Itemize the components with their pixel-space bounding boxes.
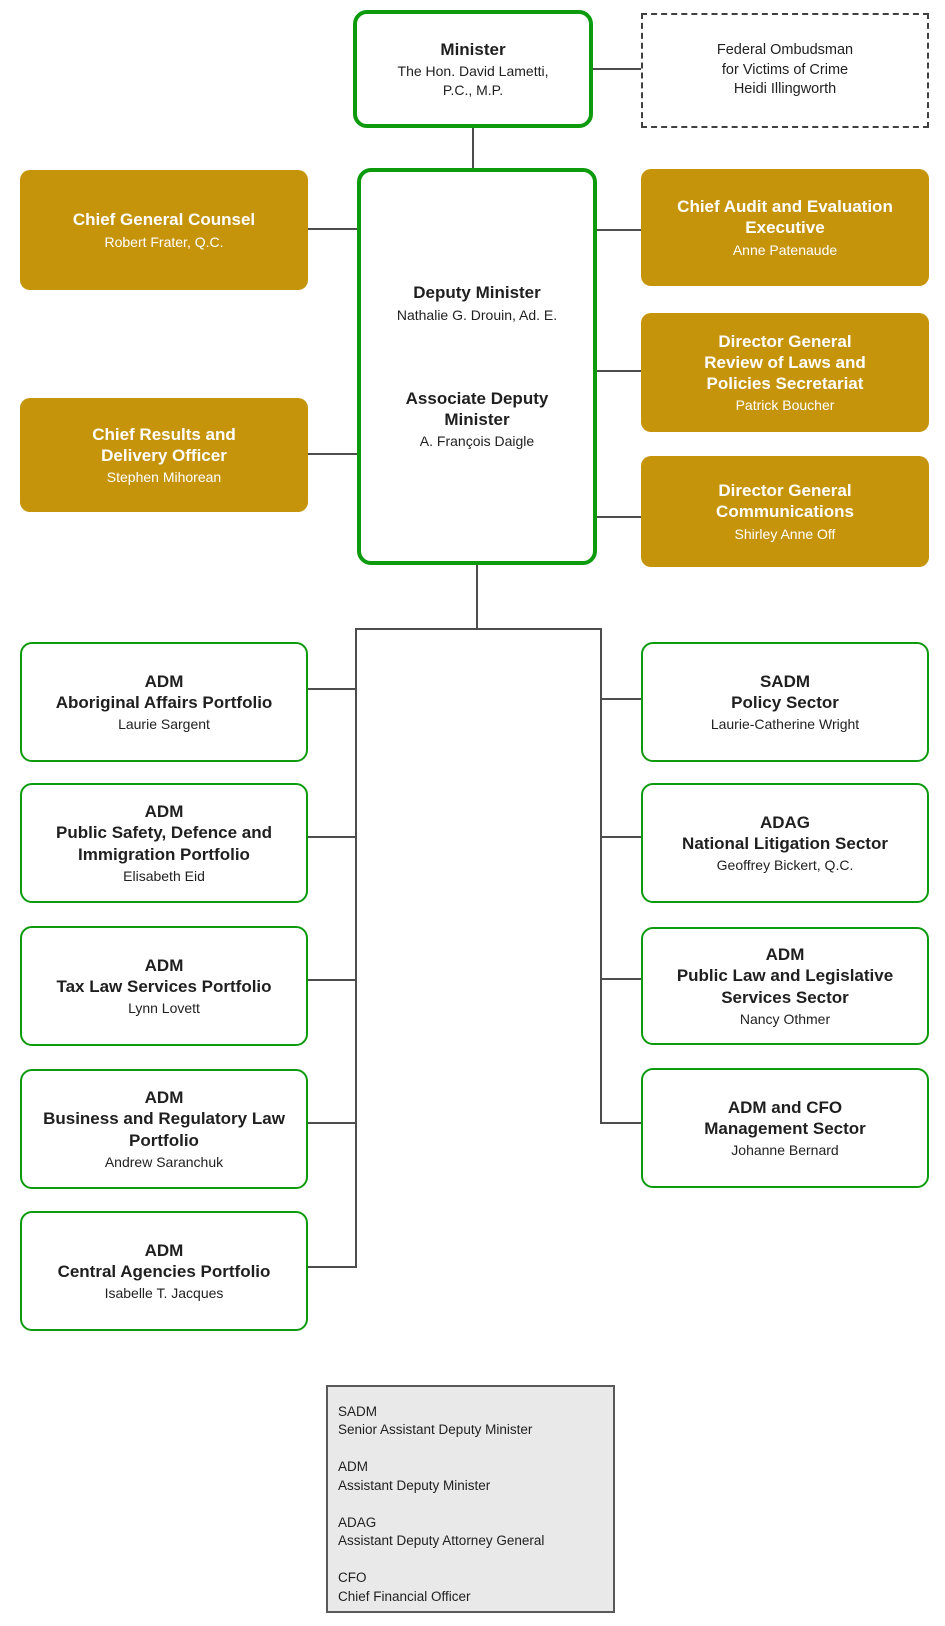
node-adag-national-litigation-sector: ADAG National Litigation Sector Geoffrey…: [641, 783, 929, 903]
legend-abbr: SADM: [338, 1404, 378, 1419]
legend-box: SADM Senior Assistant Deputy Minister AD…: [326, 1385, 615, 1613]
person-name: Isabelle T. Jacques: [104, 1285, 224, 1302]
legend-abbr: CFO: [338, 1570, 367, 1586]
connector-counsel-stub: [308, 228, 357, 230]
role-title: ADM Aboriginal Affairs Portfolio: [55, 671, 273, 712]
connector-left-trunk: [355, 628, 357, 1268]
person-name: Johanne Bernard: [731, 1142, 839, 1159]
connector-deputy-bus: [476, 565, 478, 628]
legend-meaning: Chief Financial Officer: [338, 1588, 471, 1604]
connector-bus-bar: [355, 628, 602, 630]
connector-tax-law-stub: [308, 979, 355, 981]
person-name: Laurie-Catherine Wright: [710, 716, 860, 733]
connector-business-law-stub: [308, 1122, 355, 1124]
node-federal-ombudsman: Federal Ombudsman for Victims of Crime H…: [641, 13, 929, 128]
node-deputy-and-associate-minister: Deputy Minister Nathalie G. Drouin, Ad. …: [357, 168, 597, 565]
legend-item-adm: ADM Assistant Deputy Minister: [338, 1458, 603, 1494]
node-adm-aboriginal-affairs: ADM Aboriginal Affairs Portfolio Laurie …: [20, 642, 308, 762]
person-name: Lynn Lovett: [128, 1000, 200, 1017]
role-title: Deputy Minister: [413, 283, 541, 303]
person-name: A. François Daigle: [419, 433, 535, 450]
role-title: ADM Central Agencies Portfolio: [57, 1240, 271, 1281]
connector-right-trunk: [600, 628, 602, 1124]
connector-central-agencies-stub: [308, 1266, 355, 1268]
role-title: SADM Policy Sector: [731, 671, 839, 712]
legend-item-cfo: CFO Chief Financial Officer: [338, 1569, 603, 1605]
node-dg-review-laws-policies: Director General Review of Laws and Poli…: [641, 313, 929, 432]
person-name: Elisabeth Eid: [123, 867, 205, 884]
deputy-minister-entry: Deputy Minister Nathalie G. Drouin, Ad. …: [397, 282, 557, 323]
role-title: Chief Results and Delivery Officer: [92, 424, 236, 465]
node-chief-general-counsel: Chief General Counsel Robert Frater, Q.C…: [20, 170, 308, 290]
node-chief-results-delivery-officer: Chief Results and Delivery Officer Steph…: [20, 398, 308, 512]
connector-communications-stub: [597, 516, 641, 518]
node-minister: Minister The Hon. David Lametti, P.C., M…: [353, 10, 593, 128]
connector-litigation-stub: [602, 836, 641, 838]
connector-review-stub: [597, 370, 641, 372]
node-adm-tax-law-services: ADM Tax Law Services Portfolio Lynn Love…: [20, 926, 308, 1046]
person-name: The Hon. David Lametti, P.C., M.P.: [397, 63, 549, 98]
node-chief-audit-evaluation-executive: Chief Audit and Evaluation Executive Ann…: [641, 169, 929, 286]
person-name: Andrew Saranchuk: [104, 1153, 224, 1170]
associate-deputy-minister-entry: Associate Deputy Minister A. François Da…: [406, 388, 549, 451]
connector-audit-stub: [597, 229, 641, 231]
legend-abbr: ADM: [338, 1459, 368, 1475]
role-title: Director General Review of Laws and Poli…: [704, 331, 866, 394]
node-dg-communications: Director General Communications Shirley …: [641, 456, 929, 567]
node-adm-central-agencies: ADM Central Agencies Portfolio Isabelle …: [20, 1211, 308, 1331]
person-name: Laurie Sargent: [118, 716, 210, 733]
connector-aboriginal-stub: [308, 688, 355, 690]
legend-meaning: Assistant Deputy Minister: [338, 1477, 491, 1493]
role-title: ADM Tax Law Services Portfolio: [56, 955, 272, 996]
legend-item-adag: ADAG Assistant Deputy Attorney General: [338, 1514, 603, 1550]
connector-management-stub: [602, 1122, 641, 1124]
person-name: Geoffrey Bickert, Q.C.: [716, 857, 854, 874]
connector-public-law-stub: [602, 978, 641, 980]
role-title: Chief Audit and Evaluation Executive: [677, 197, 893, 238]
person-name: Shirley Anne Off: [734, 525, 836, 542]
connector-minister-ombudsman: [593, 68, 641, 70]
legend-meaning: Senior Assistant Deputy Minister: [338, 1422, 533, 1438]
person-name: Stephen Mihorean: [106, 469, 222, 486]
node-adm-cfo-management-sector: ADM and CFO Management Sector Johanne Be…: [641, 1068, 929, 1188]
person-name: Anne Patenaude: [732, 241, 838, 258]
connector-results-stub: [308, 453, 357, 455]
legend-item-sadm: SADM Senior Assistant Deputy Minister: [338, 1403, 603, 1439]
legend-abbr: ADAG: [338, 1514, 377, 1530]
role-title: Director General Communications: [716, 481, 854, 522]
role-title: ADM Public Safety, Defence and Immigrati…: [55, 802, 273, 864]
legend-meaning: Assistant Deputy Attorney General: [338, 1533, 545, 1549]
node-sadm-policy-sector: SADM Policy Sector Laurie-Catherine Wrig…: [641, 642, 929, 762]
role-title: ADM and CFO Management Sector: [704, 1097, 866, 1138]
role-title: Minister: [440, 40, 506, 60]
role-title: Associate Deputy Minister: [405, 388, 549, 430]
person-name: Nathalie G. Drouin, Ad. E.: [396, 306, 558, 323]
ombudsman-text: Federal Ombudsman for Victims of Crime H…: [716, 42, 854, 98]
person-name: Patrick Boucher: [735, 397, 835, 414]
role-title: ADM Public Law and Legislative Services …: [676, 945, 894, 1007]
node-adm-public-law-legislative-services: ADM Public Law and Legislative Services …: [641, 927, 929, 1045]
node-adm-business-regulatory-law: ADM Business and Regulatory Law Portfoli…: [20, 1069, 308, 1189]
person-name: Nancy Othmer: [739, 1010, 831, 1027]
connector-minister-deputy: [472, 128, 474, 168]
connector-public-safety-stub: [308, 836, 355, 838]
person-name: Robert Frater, Q.C.: [104, 233, 224, 250]
role-title: ADAG National Litigation Sector: [682, 812, 888, 853]
role-title: Chief General Counsel: [72, 210, 256, 230]
node-adm-public-safety-defence-immigration: ADM Public Safety, Defence and Immigrati…: [20, 783, 308, 903]
connector-policy-sector-stub: [602, 698, 641, 700]
role-title: ADM Business and Regulatory Law Portfoli…: [43, 1088, 285, 1150]
